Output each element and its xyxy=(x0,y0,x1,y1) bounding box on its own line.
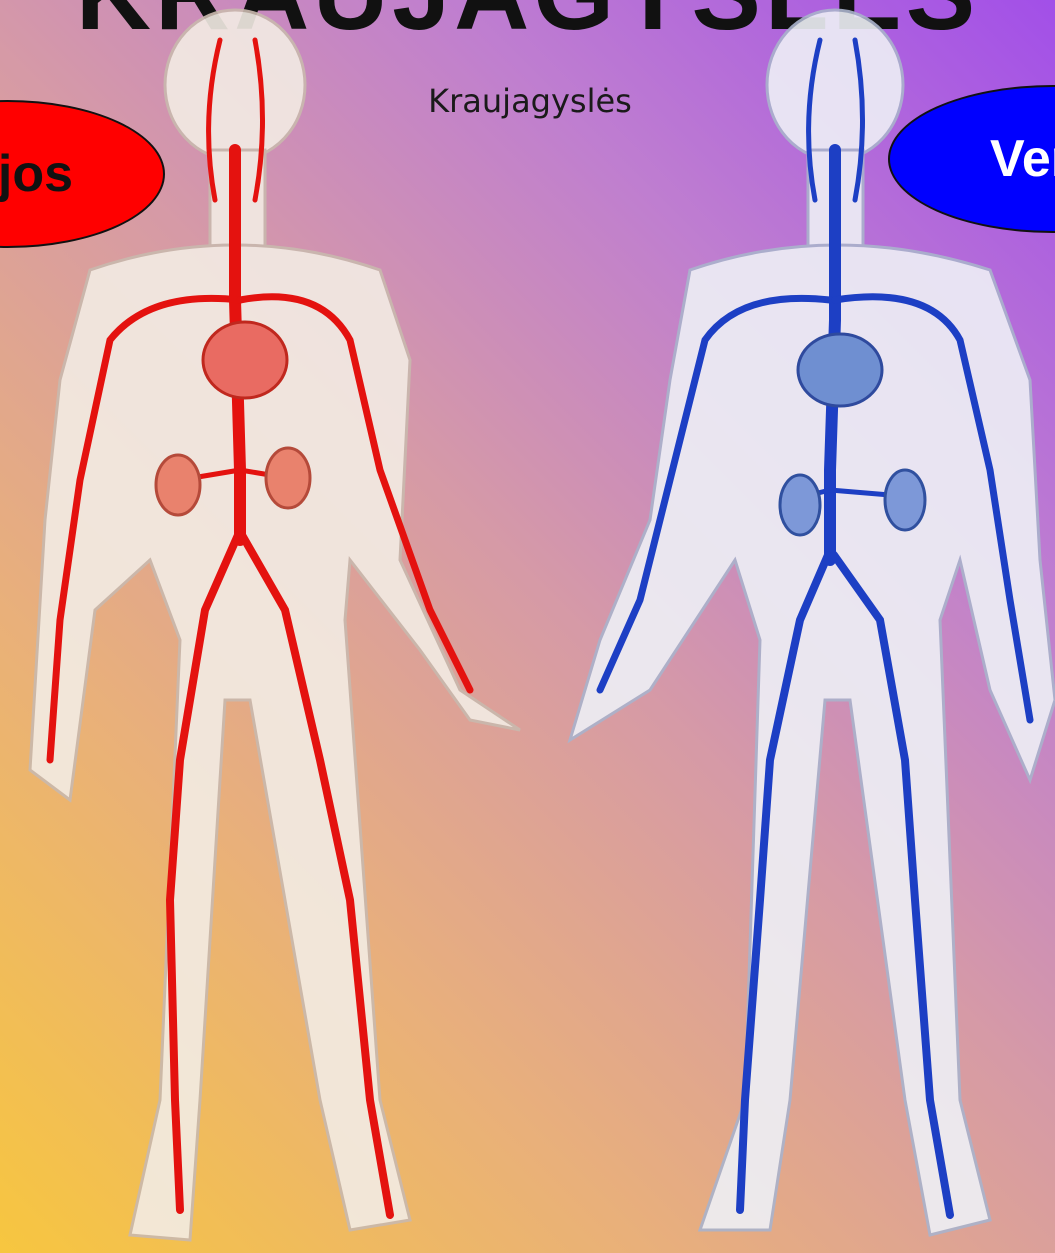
arteries-label: Arterijos xyxy=(0,144,73,204)
veins-label: Venos xyxy=(990,129,1055,189)
heart xyxy=(798,334,882,406)
diagram-caption: Kraujagyslės xyxy=(380,82,680,120)
heart xyxy=(203,322,287,398)
